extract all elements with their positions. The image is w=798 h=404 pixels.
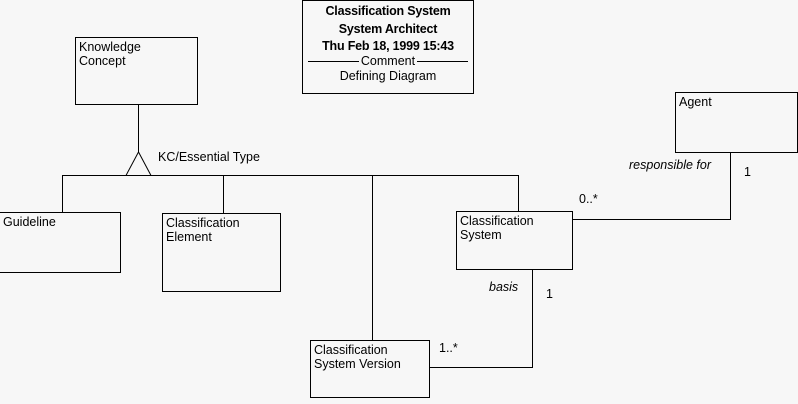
separator-rule-left: [308, 60, 359, 62]
generalization-horizontal-bar: [62, 175, 519, 176]
diagram-title-block: Classification System System Architect T…: [302, 0, 474, 94]
generalization-triangle-icon: [125, 150, 152, 176]
association-label-responsible-for: responsible for: [629, 158, 711, 172]
connector-basis-to-classification-system-version: [430, 367, 533, 368]
connector-generalization-to-classification-system-version: [372, 175, 373, 340]
multiplicity-classification-system-end: 0..*: [579, 192, 598, 206]
connector-agent-to-classification-system: [572, 219, 731, 220]
title-block-line1: Classification System: [325, 4, 451, 18]
class-box-classification-system[interactable]: Classification System: [456, 211, 573, 270]
connector-agent-vertical: [730, 152, 731, 220]
connector-generalization-to-classification-element: [223, 175, 224, 213]
connector-generalization-to-classification-system: [518, 175, 519, 211]
separator-rule-right: [417, 60, 468, 62]
title-block-line2: System Architect: [338, 21, 438, 36]
class-box-guideline[interactable]: Guideline: [0, 212, 121, 273]
title-block-comment-body: Defining Diagram: [339, 68, 437, 83]
multiplicity-basis-system-end: 1: [546, 287, 553, 301]
title-block-line3: Thu Feb 18, 1999 15:43: [322, 39, 454, 53]
association-label-basis: basis: [489, 280, 519, 294]
connector-knowledge-concept-to-triangle: [138, 105, 139, 153]
connector-basis-vertical: [532, 270, 533, 368]
separator-label: Comment: [360, 53, 416, 68]
class-box-knowledge-concept[interactable]: Knowledge Concept: [75, 37, 198, 105]
generalization-label: KC/Essential Type: [158, 150, 260, 164]
class-box-classification-system-version[interactable]: Classification System Version: [310, 340, 430, 398]
connector-generalization-to-guideline: [62, 175, 63, 212]
multiplicity-basis-version-end: 1..*: [439, 341, 458, 355]
title-block-separator: Comment: [303, 54, 473, 68]
multiplicity-agent-end: 1: [744, 165, 751, 179]
class-box-classification-element[interactable]: Classification Element: [162, 213, 281, 292]
class-box-agent[interactable]: Agent: [675, 92, 798, 153]
